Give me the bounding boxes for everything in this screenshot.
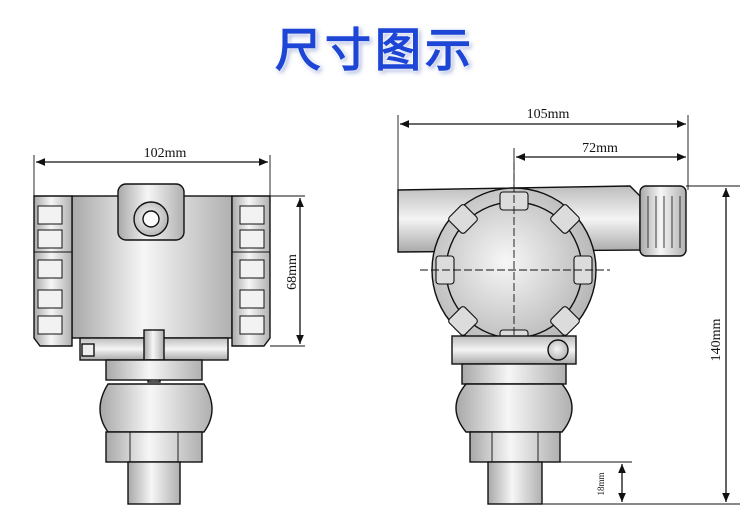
sensor-body [99, 383, 213, 433]
front-view: 102mm [33, 146, 305, 505]
front-width-label: 102mm [144, 146, 187, 161]
side-screw [547, 339, 569, 361]
side-cable-gland [639, 185, 687, 257]
side-height-label: 140mm [709, 319, 724, 362]
side-offset-label: 72mm [582, 141, 618, 156]
side-width-label: 105mm [527, 107, 570, 122]
thread-label: 18mm [596, 472, 606, 495]
side-sensor-body [455, 383, 573, 433]
locking-screw [143, 329, 165, 361]
side-view: 105mm 72mm [397, 107, 740, 505]
thread-stem [127, 461, 181, 505]
side-thread-stem [487, 461, 543, 505]
page-title: 尺寸图示 [275, 23, 475, 77]
front-height-label: 68mm [285, 254, 300, 290]
side-hex-nut [469, 431, 561, 463]
hex-nut [105, 431, 203, 463]
